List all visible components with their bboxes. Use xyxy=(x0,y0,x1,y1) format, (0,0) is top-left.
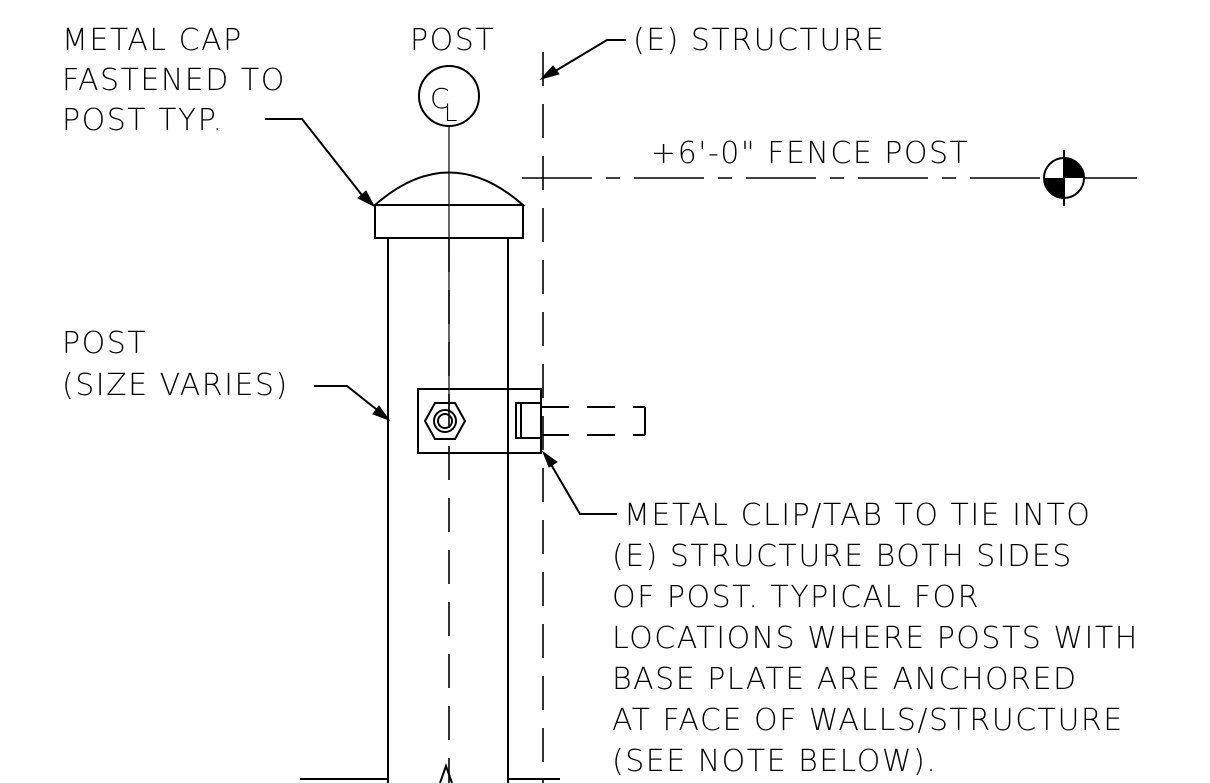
clip-note-line-3: OF POST. TYPICAL FOR xyxy=(612,580,980,615)
metal-cap xyxy=(372,171,526,239)
metal-cap-label-line-1: METAL CAP xyxy=(62,23,243,58)
post-centerline-title: POST xyxy=(410,23,495,58)
metal-cap-label-line-3: POST TYP. xyxy=(62,103,224,138)
centerline-symbol: C L xyxy=(418,65,480,127)
clip-note-line-2: (E) STRUCTURE BOTH SIDES xyxy=(612,539,1073,574)
post-size-label-line-2: (SIZE VARIES) xyxy=(62,368,289,403)
clip-note-line-1: METAL CLIP/TAB TO TIE INTO xyxy=(624,498,1091,533)
elevation-target-marker xyxy=(1043,150,1085,206)
existing-structure-leader xyxy=(551,39,626,74)
clip-note-line-5: BASE PLATE ARE ANCHORED xyxy=(612,662,1078,697)
centerline-symbol-c: C xyxy=(430,82,451,115)
post xyxy=(387,238,509,783)
fence-post-elevation-label: +6'-0" FENCE POST xyxy=(651,136,969,171)
clip-note: METAL CLIP/TAB TO TIE INTO (E) STRUCTURE… xyxy=(612,498,1139,779)
clip-note-line-7: (SEE NOTE BELOW). xyxy=(612,744,937,779)
existing-structure-leader-arrowhead xyxy=(539,65,560,80)
post-size-leader-arrowhead xyxy=(372,405,391,422)
clip-note-leader xyxy=(548,460,617,515)
metal-cap-label: METAL CAP FASTENED TO POST TYP. xyxy=(62,23,286,138)
metal-clip-tab xyxy=(417,388,646,454)
metal-cap-label-line-2: FASTENED TO xyxy=(62,63,286,98)
post-size-leader xyxy=(314,385,382,414)
metal-cap-leader xyxy=(265,118,366,200)
clip-note-line-6: AT FACE OF WALLS/STRUCTURE xyxy=(612,703,1124,738)
metal-cap-leader-arrowhead xyxy=(357,190,376,208)
base-plate-arrow-tip xyxy=(439,762,453,783)
post-size-label-line-1: POST xyxy=(62,326,147,361)
existing-structure-label: (E) STRUCTURE xyxy=(633,23,886,58)
clip-note-leader-arrowhead xyxy=(541,450,558,468)
centerline-symbol-l: L xyxy=(444,99,459,127)
clip-note-line-4: LOCATIONS WHERE POSTS WITH xyxy=(612,621,1139,656)
